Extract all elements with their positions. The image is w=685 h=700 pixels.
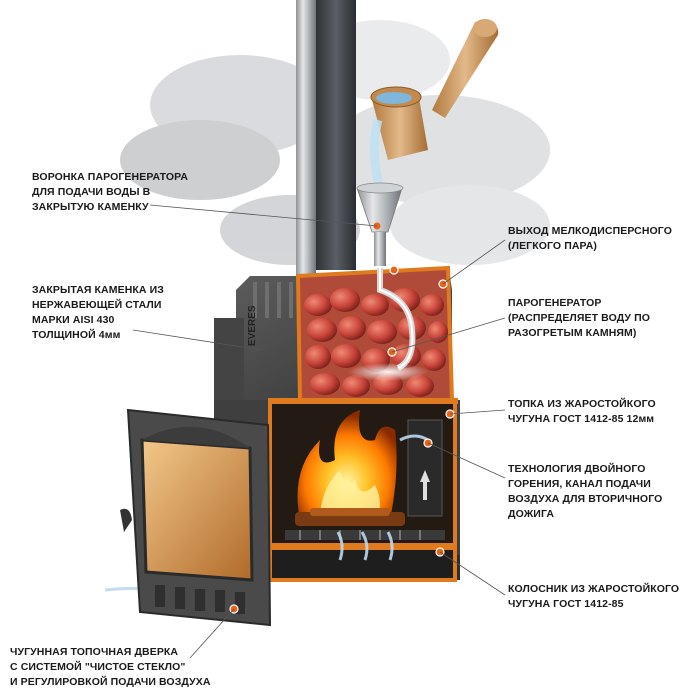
label-line: И РЕГУЛИРОВКОЙ ПОДАЧИ ВОЗДУХА <box>10 676 211 688</box>
ladle-icon <box>370 19 499 160</box>
label-steam-generator: ПАРОГЕНЕРАТОР (РАСПРЕДЕЛЯЕТ ВОДУ ПО РАЗО… <box>508 296 650 341</box>
label-line: ЧУГУННАЯ ТОПОЧНАЯ ДВЕРКА <box>10 646 179 658</box>
label-line: ЧУГУНА ГОСТ 1412-85 12мм <box>508 413 655 425</box>
stones-icon <box>295 265 455 402</box>
label-line: КОЛОСНИК ИЗ ЖАРОСТОЙКОГО <box>508 583 680 595</box>
flame-icon <box>295 410 405 526</box>
label-line: ДОЖИГА <box>508 508 555 520</box>
label-line: ЗАКРЫТУЮ КАМЕНКУ <box>32 201 149 213</box>
label-line: ЗАКРЫТАЯ КАМЕНКА ИЗ <box>32 284 164 296</box>
label-line: ЧУГУНА ГОСТ 1412-85 <box>508 598 624 610</box>
label-line: РАЗОГРЕТЫМ КАМНЯМ) <box>508 327 637 339</box>
label-line: (РАСПРЕДЕЛЯЕТ ВОДУ ПО <box>508 312 650 324</box>
label-fine-steam: ВЫХОД МЕЛКОДИСПЕРСНОГО (ЛЕГКОГО ПАРА) <box>508 224 672 254</box>
label-line: ТОЛЩИНОЙ 4мм <box>32 329 121 341</box>
brand-plate: EVERES <box>247 305 258 346</box>
label-firebox: ТОПКА ИЗ ЖАРОСТОЙКОГО ЧУГУНА ГОСТ 1412-8… <box>508 397 656 427</box>
label-line: НЕРЖАВЕЮЩЕЙ СТАЛИ <box>32 299 162 311</box>
label-line: МАРКИ AISI 430 <box>32 314 115 326</box>
label-line: ПАРОГЕНЕРАТОР <box>508 297 602 309</box>
label-line: ГОРЕНИЯ, КАНАЛ ПОДАЧИ <box>508 478 651 490</box>
chimney-icon <box>296 0 356 285</box>
label-line: ВОРОНКА ПАРОГЕНЕРАТОРА <box>32 171 189 183</box>
label-line: ТЕХНОЛОГИЯ ДВОЙНОГО <box>508 463 646 475</box>
label-line: ВОЗДУХА ДЛЯ ВТОРИЧНОГО <box>508 493 663 505</box>
label-grate: КОЛОСНИК ИЗ ЖАРОСТОЙКОГО ЧУГУНА ГОСТ 141… <box>508 582 679 612</box>
label-line: С СИСТЕМОЙ "ЧИСТОЕ СТЕКЛО" <box>10 661 186 673</box>
door-icon <box>120 408 272 627</box>
label-line: ВЫХОД МЕЛКОДИСПЕРСНОГО <box>508 225 672 237</box>
label-line: ТОПКА ИЗ ЖАРОСТОЙКОГО <box>508 398 656 410</box>
label-line: ДЛЯ ПОДАЧИ ВОДЫ В <box>32 186 151 198</box>
grate <box>268 530 457 582</box>
label-door: ЧУГУННАЯ ТОПОЧНАЯ ДВЕРКА С СИСТЕМОЙ "ЧИС… <box>10 645 211 690</box>
label-double-burn: ТЕХНОЛОГИЯ ДВОЙНОГО ГОРЕНИЯ, КАНАЛ ПОДАЧ… <box>508 462 662 522</box>
label-closed-heater: ЗАКРЫТАЯ КАМЕНКА ИЗ НЕРЖАВЕЮЩЕЙ СТАЛИ МА… <box>32 283 164 343</box>
label-funnel: ВОРОНКА ПАРОГЕНЕРАТОРА ДЛЯ ПОДАЧИ ВОДЫ В… <box>32 170 188 215</box>
leader-lines <box>132 204 506 659</box>
funnel-icon <box>356 182 404 266</box>
label-line: (ЛЕГКОГО ПАРА) <box>508 240 597 252</box>
